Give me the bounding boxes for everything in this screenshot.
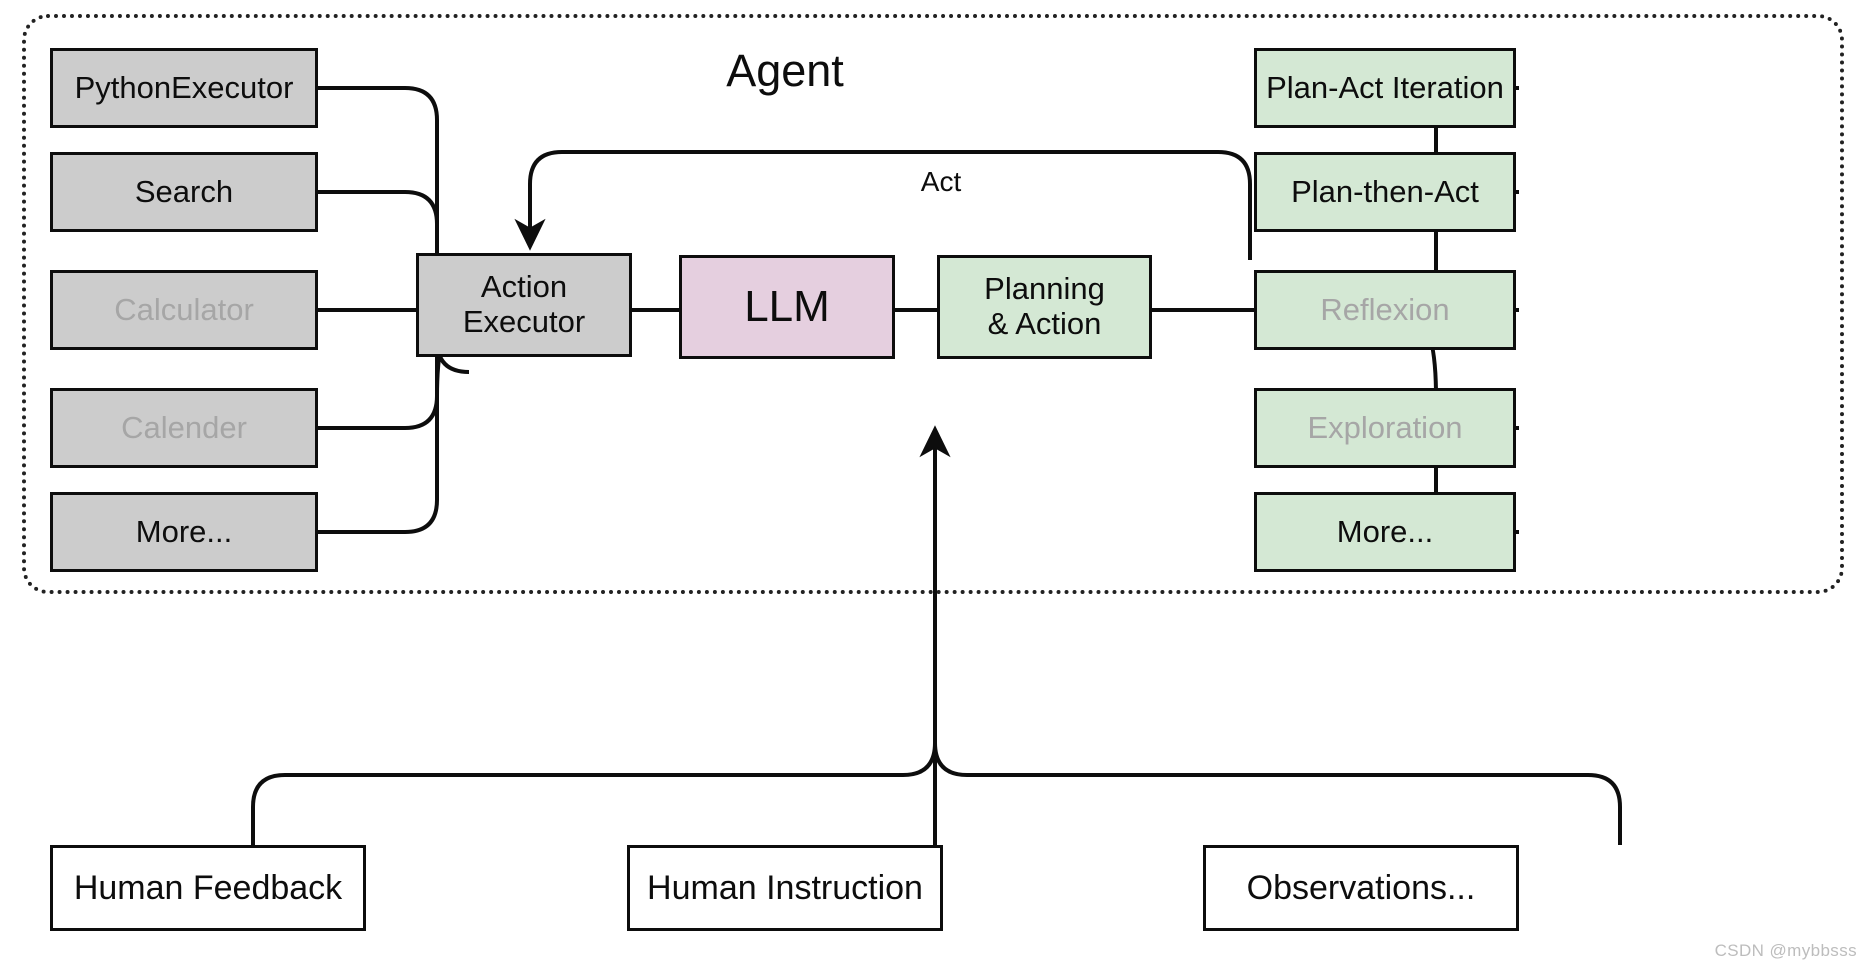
strategy-node-plan-act-iteration[interactable]: Plan-Act Iteration: [1254, 48, 1516, 128]
act-edge-label: Act: [880, 166, 1002, 198]
core-node-action-executor[interactable]: Action Executor: [416, 253, 632, 357]
tool-label: Calender: [121, 409, 247, 445]
action-executor-label-line1: Action: [480, 269, 568, 305]
io-label: Human Instruction: [647, 868, 923, 907]
tool-node-search[interactable]: Search: [50, 152, 318, 232]
strategy-label: Plan-then-Act: [1291, 173, 1479, 209]
strategy-node-reflexion[interactable]: Reflexion: [1254, 270, 1516, 350]
tool-label: Search: [134, 173, 234, 209]
watermark: CSDN @mybbsss: [1714, 941, 1857, 960]
action-executor-label-line2: Executor: [462, 304, 586, 339]
page-title: Agent: [726, 45, 844, 96]
core-node-llm[interactable]: LLM: [679, 255, 895, 359]
strategy-node-exploration[interactable]: Exploration: [1254, 388, 1516, 468]
strategy-node-plan-then-act[interactable]: Plan-then-Act: [1254, 152, 1516, 232]
strategy-label: Reflexion: [1320, 291, 1450, 327]
io-node-human-feedback[interactable]: Human Feedback: [50, 845, 366, 931]
tool-node-pythonexecutor[interactable]: PythonExecutor: [50, 48, 318, 128]
llm-label: LLM: [744, 282, 830, 332]
io-node-observations[interactable]: Observations...: [1203, 845, 1519, 931]
tool-node-calender[interactable]: Calender: [50, 388, 318, 468]
io-label: Observations...: [1246, 868, 1476, 907]
core-node-planning-action[interactable]: Planning & Action: [937, 255, 1152, 359]
tool-node-more[interactable]: More...: [50, 492, 318, 572]
tool-node-calculator[interactable]: Calculator: [50, 270, 318, 350]
tool-label: PythonExecutor: [74, 69, 294, 105]
strategy-node-more[interactable]: More...: [1254, 492, 1516, 572]
planning-label-line1: Planning: [984, 271, 1105, 307]
tool-label: More...: [135, 513, 233, 549]
strategy-label: More...: [1336, 513, 1434, 549]
io-label: Human Feedback: [73, 868, 343, 907]
strategy-label: Exploration: [1307, 409, 1463, 445]
strategy-label: Plan-Act Iteration: [1266, 69, 1504, 105]
planning-label-line2: & Action: [987, 306, 1102, 341]
io-node-human-instruction[interactable]: Human Instruction: [627, 845, 943, 931]
tool-label: Calculator: [114, 291, 254, 327]
